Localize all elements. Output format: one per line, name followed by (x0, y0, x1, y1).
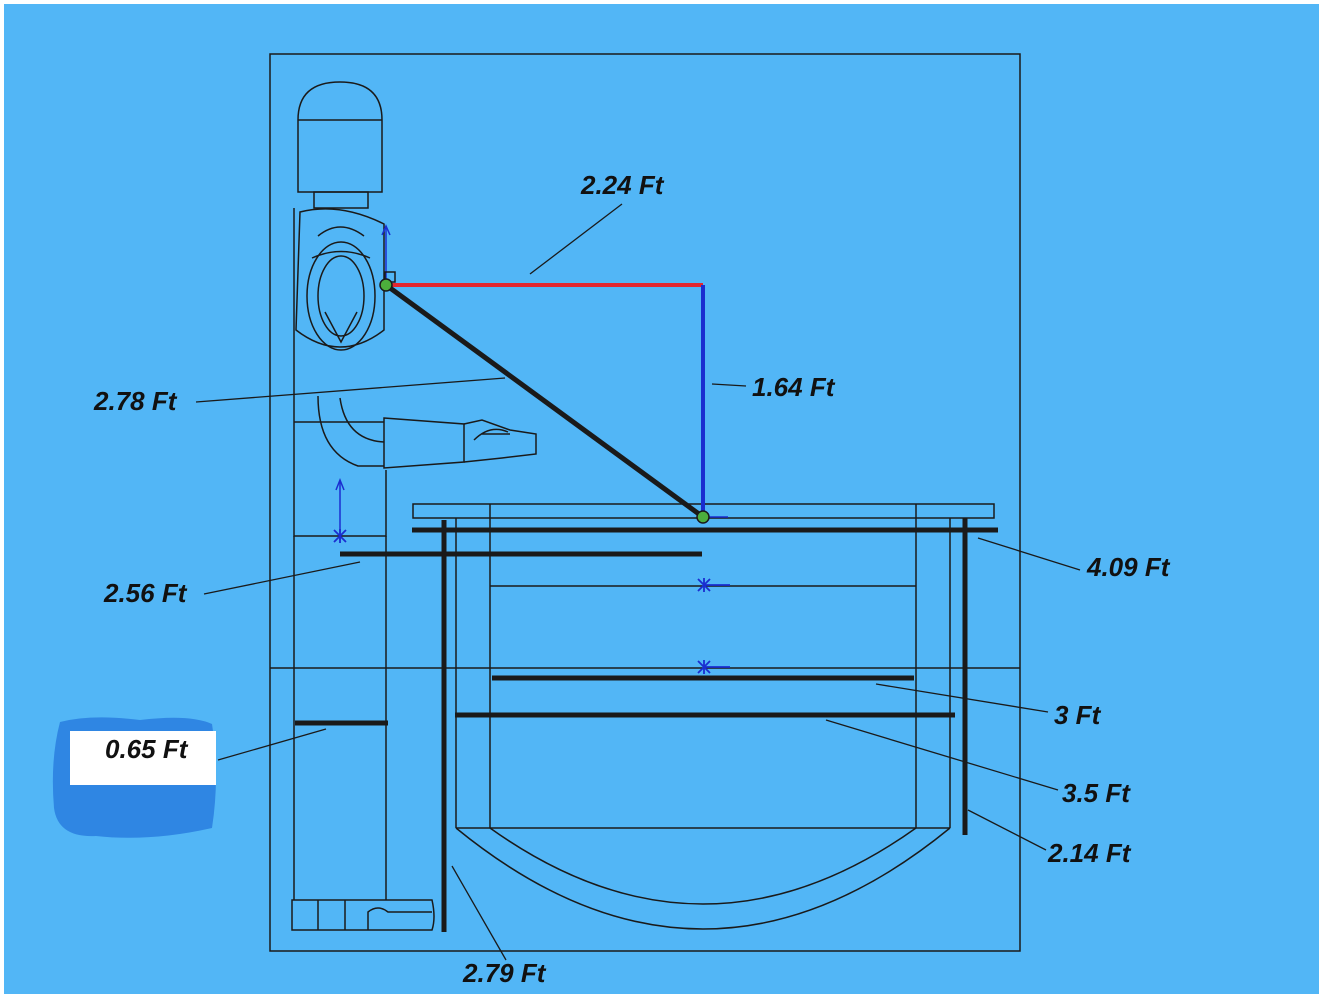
leader-lines (195, 203, 1081, 961)
dimension-label-horizontal-reach: 2.24 Ft (580, 170, 665, 200)
dimension-label-mid-shelf: 3 Ft (1054, 700, 1102, 730)
room-outline (269, 53, 1021, 952)
diagonal-reach-line (384, 282, 705, 520)
upper-arm-outline (317, 395, 384, 467)
head-outline (297, 81, 383, 193)
measured-bars (295, 518, 998, 932)
dimension-label-diagonal-reach: 2.78 Ft (93, 386, 178, 416)
tub-basin-curve (455, 827, 951, 930)
blue-asterisk-marker-icon (333, 529, 730, 674)
dimension-label-seat-height: 2.56 Ft (103, 578, 188, 608)
dimension-label-lower-shelf: 3.5 Ft (1062, 778, 1131, 808)
dimension-label-table-top: 4.09 Ft (1086, 552, 1171, 582)
human-figure (291, 81, 537, 931)
foot-outline (291, 899, 435, 931)
label-box (70, 731, 216, 785)
hand-outline (463, 419, 537, 463)
dimension-label-vertical-reach: 1.64 Ft (752, 372, 836, 402)
leg-outline (293, 536, 387, 900)
dimension-label-left-leg: 2.79 Ft (462, 958, 547, 988)
dimension-label-foot-offset: 0.65 Ft (105, 734, 189, 764)
shoulder-outline (295, 208, 385, 348)
dimension-label-right-leg: 2.14 Ft (1047, 838, 1132, 868)
green-node-icon (379, 278, 393, 292)
green-node-icon (696, 510, 710, 524)
